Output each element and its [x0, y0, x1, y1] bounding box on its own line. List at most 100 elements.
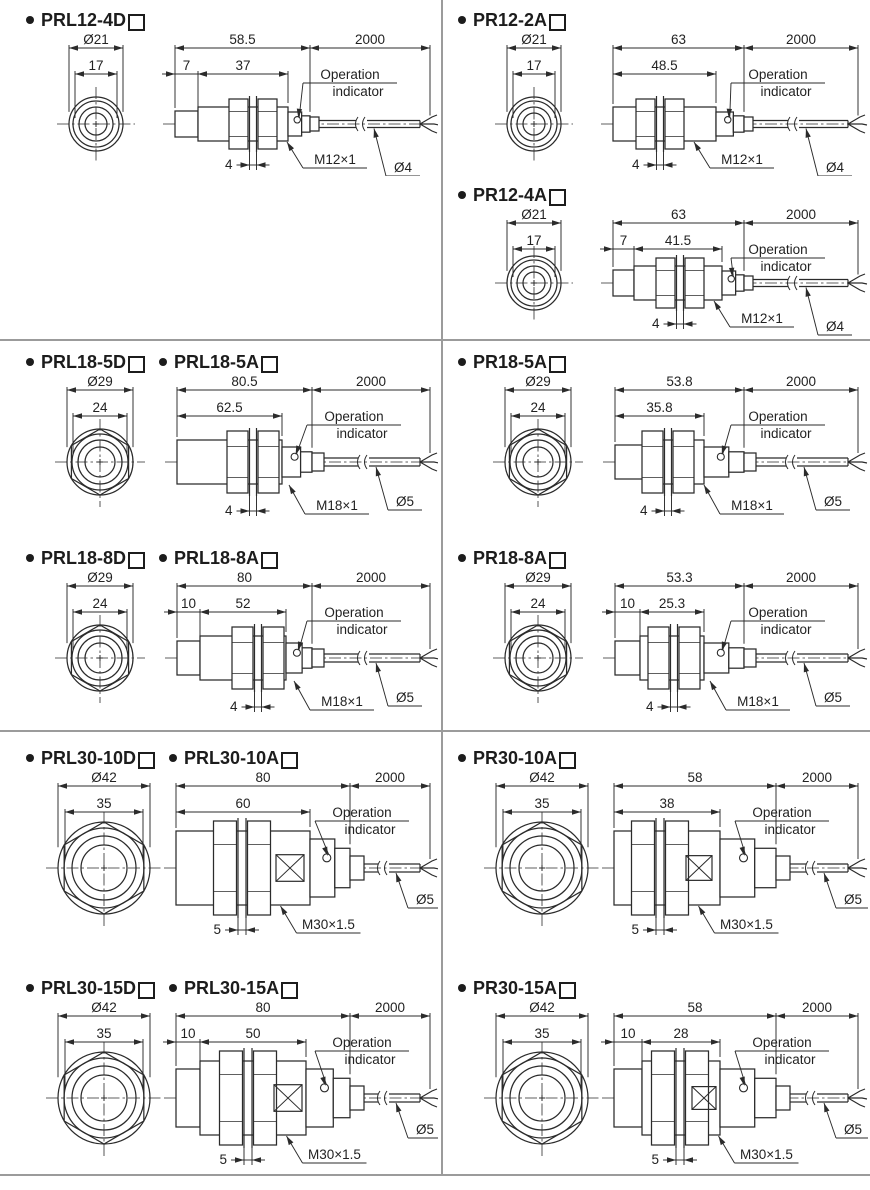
thread-spec-label: M18×1: [737, 694, 779, 709]
operation-indicator-label-line1: Operation: [324, 605, 383, 620]
wire-ends: [847, 114, 868, 134]
model-name: PR18-8A: [473, 547, 548, 568]
panel-title: PR18-8A: [448, 546, 868, 570]
bullet-icon: [458, 984, 466, 992]
indicator-hole: [724, 116, 732, 124]
dim-outer-dia-label: Ø21: [521, 32, 547, 47]
dim-clamp-width-label: 4: [646, 699, 654, 714]
panel-title: PRL30-15D PRL30-15A: [10, 976, 438, 1000]
dim-clamp-width-label: 4: [652, 316, 660, 331]
bullet-icon: [458, 554, 466, 562]
model-code-box: [128, 355, 146, 373]
indicator-hole: [716, 452, 725, 461]
dim-total-length-label: 80: [255, 1000, 270, 1015]
model-code-box: [128, 13, 146, 31]
dim-inner-width-label: 24: [530, 400, 546, 415]
cable-dia-label: Ø5: [416, 1122, 434, 1137]
dim-clamp-width-label: 5: [651, 1152, 659, 1167]
dim-total-length-label: 80: [255, 770, 270, 785]
model-name: PRL12-4D: [41, 9, 127, 30]
dim-cable-length-label: 2000: [786, 32, 816, 47]
dim-inner-width-label: 35: [534, 796, 549, 811]
indicator-hole: [716, 648, 725, 657]
dim-clamp-width-label: 4: [230, 699, 238, 714]
dim-cable-length-label: 2000: [786, 207, 816, 222]
dim-outer-dia-label: Ø29: [87, 570, 113, 585]
dim-cable-length-label: 2000: [375, 770, 405, 785]
operation-indicator-label-line1: Operation: [320, 67, 379, 82]
dim-body-length-label: 41.5: [665, 233, 691, 248]
model-name: PRL18-8A: [174, 547, 260, 568]
dim-total-length-label: 53.3: [666, 570, 692, 585]
dim-clamp-width-label: 4: [225, 503, 233, 518]
wire-ends: [419, 648, 438, 668]
dim-cable-length-label: 2000: [802, 1000, 832, 1015]
indicator-hole: [292, 648, 301, 657]
cable-dia-label: Ø5: [844, 1122, 862, 1137]
bullet-icon: [26, 754, 34, 762]
panel-title: PRL18-8D PRL18-8A: [10, 546, 438, 570]
operation-indicator-label-line1: Operation: [332, 805, 391, 820]
dim-clamp-width-label: 5: [631, 922, 639, 937]
dim-inner-width-label: 35: [534, 1026, 549, 1041]
dim-clamp-width-label: 5: [213, 922, 221, 937]
cable-dia-label: Ø5: [396, 494, 414, 509]
wire-ends: [419, 1088, 438, 1108]
cable-dia-label: Ø4: [826, 319, 845, 334]
panel-title: PRL30-10D PRL30-10A: [10, 746, 438, 770]
thread-spec-label: M30×1.5: [308, 1147, 361, 1162]
dim-inner-width-label: 35: [96, 796, 111, 811]
dim-outer-dia-label: Ø29: [525, 570, 551, 585]
dim-nose-length-label: 10: [181, 596, 196, 611]
vertical-divider: [441, 0, 443, 1176]
model-code-box: [138, 981, 156, 999]
dim-outer-dia-label: Ø29: [87, 374, 113, 389]
bullet-icon: [26, 554, 34, 562]
model-code-box: [549, 551, 567, 569]
dim-body-length-label: 35.8: [646, 400, 672, 415]
dim-total-length-label: 80.5: [231, 374, 257, 389]
bullet-icon: [458, 358, 466, 366]
wire-ends: [847, 452, 868, 472]
operation-indicator-label-line1: Operation: [332, 1035, 391, 1050]
operation-indicator-label-line1: Operation: [748, 409, 807, 424]
dim-nose-length-label: 7: [620, 233, 628, 248]
cable-dia-label: Ø5: [824, 690, 842, 705]
horizontal-divider-2: [0, 730, 870, 732]
dim-total-length-label: 80: [237, 570, 252, 585]
model-code-box: [138, 751, 156, 769]
wire-ends: [847, 648, 868, 668]
cable-dia-label: Ø5: [416, 892, 434, 907]
dim-inner-width-label: 17: [526, 233, 541, 248]
dim-inner-width-label: 17: [526, 58, 541, 73]
operation-indicator-label-line2: indicator: [760, 259, 812, 274]
model-code-box: [128, 551, 146, 569]
panel-title: PRL12-4D: [10, 8, 438, 32]
dim-total-length-label: 58: [687, 1000, 702, 1015]
indicator-hole: [727, 275, 735, 283]
model-code-box: [559, 751, 577, 769]
thread-spec-label: M18×1: [316, 498, 358, 513]
indicator-hole: [738, 1083, 749, 1093]
operation-indicator-label-line1: Operation: [324, 409, 383, 424]
operation-indicator-label-line2: indicator: [332, 84, 384, 99]
panel-title: PR30-15A: [448, 976, 868, 1000]
